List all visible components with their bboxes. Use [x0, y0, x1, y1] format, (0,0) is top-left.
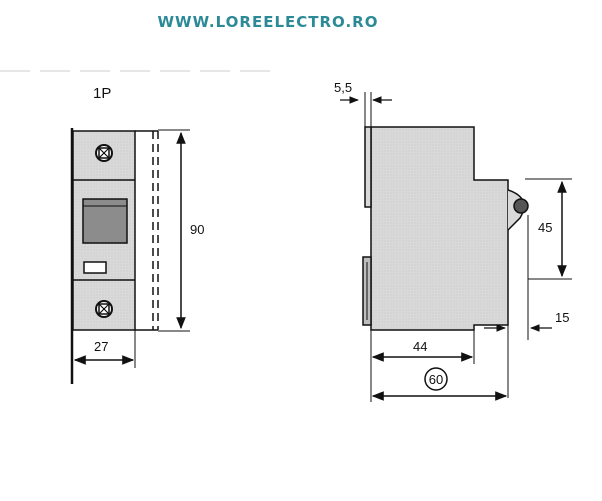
rail-offset-label: 5,5 — [334, 80, 352, 95]
website-url: WWW.LOREELECTRO.RO — [158, 13, 379, 31]
total-depth-label: 60 — [429, 372, 443, 387]
rail-clip-top — [364, 126, 372, 208]
side-view: 5,5 45 15 44 60 — [334, 80, 572, 402]
bottom-terminal-screw-icon — [95, 300, 113, 318]
indicator-window — [83, 261, 107, 274]
breaker-side-body — [370, 126, 509, 331]
front-view: 1P — [70, 85, 204, 384]
total-depth-circle — [424, 367, 448, 391]
handle-height-label: 45 — [538, 220, 552, 235]
handle-knob-icon — [513, 198, 529, 214]
depth-label: 44 — [413, 339, 427, 354]
handle-offset-label: 15 — [555, 310, 569, 325]
height-label: 90 — [190, 222, 204, 237]
top-terminal-screw-icon — [95, 144, 113, 162]
poles-label: 1P — [93, 85, 111, 102]
width-label: 27 — [94, 339, 108, 354]
